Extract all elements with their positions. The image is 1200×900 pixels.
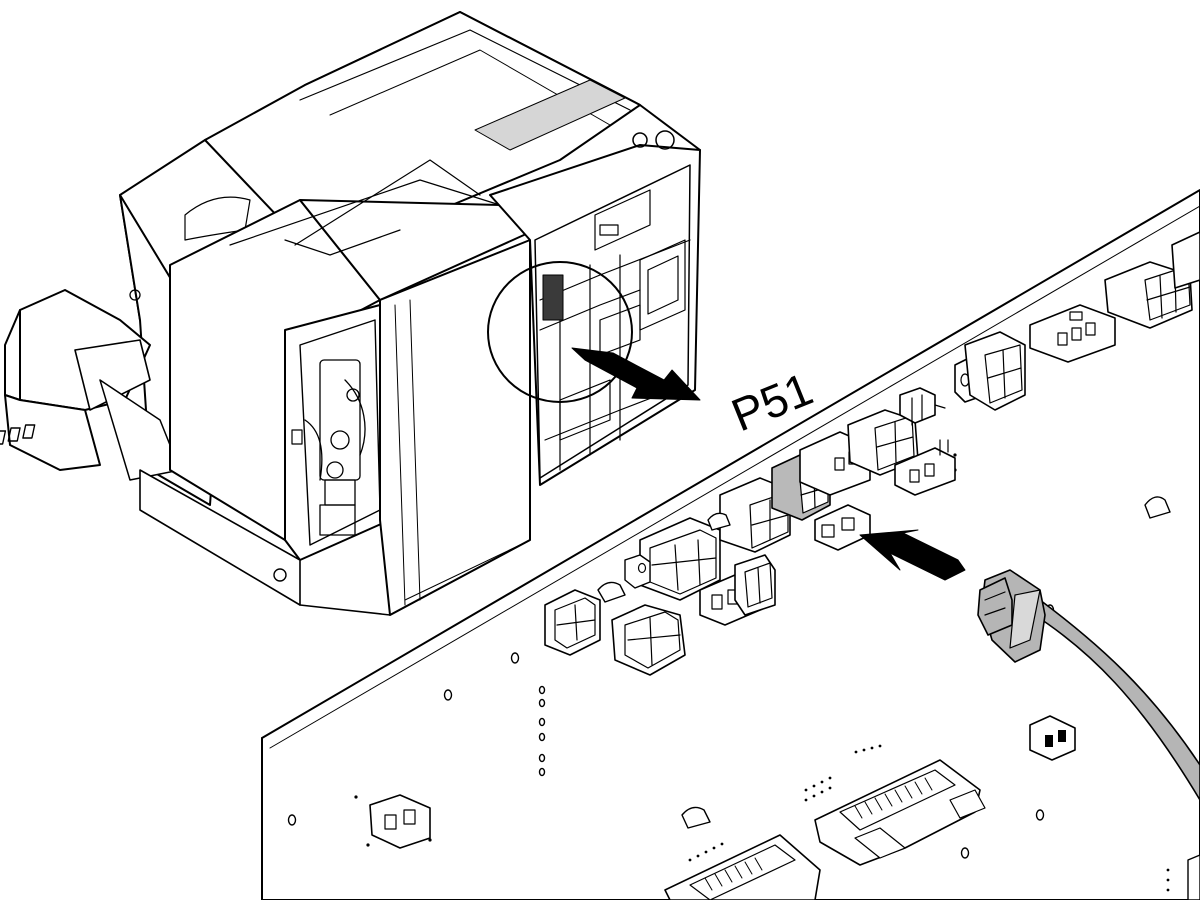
insert-arrow-icon xyxy=(859,529,966,581)
connector-j17 xyxy=(1029,715,1076,761)
connector-j13 xyxy=(1029,304,1116,363)
board-connectors xyxy=(369,231,1200,849)
ribbon-header-1 xyxy=(814,759,986,866)
connector-j12 xyxy=(954,331,1026,411)
connector-j11 xyxy=(899,387,946,426)
cable-assembly xyxy=(977,569,1200,801)
feed-unit xyxy=(0,289,181,481)
connector-j6 xyxy=(734,554,776,616)
connector-plug-icon xyxy=(977,569,1046,663)
pneumatic-panel xyxy=(284,304,391,561)
connector-j16 xyxy=(369,794,431,849)
connector-j8 xyxy=(847,409,919,476)
top-vent xyxy=(474,79,626,151)
ribbon-headers xyxy=(664,759,1200,900)
connector-j1 xyxy=(544,589,601,656)
zoom-arrow-icon xyxy=(571,347,701,401)
connector-j15 xyxy=(1171,231,1200,289)
machine-cabinet xyxy=(0,11,701,616)
connector-j2 xyxy=(611,604,686,676)
zoom-circle xyxy=(487,261,633,403)
cable xyxy=(1029,599,1200,801)
connector-j10 xyxy=(894,439,956,496)
ribbon-header-2 xyxy=(664,834,821,900)
